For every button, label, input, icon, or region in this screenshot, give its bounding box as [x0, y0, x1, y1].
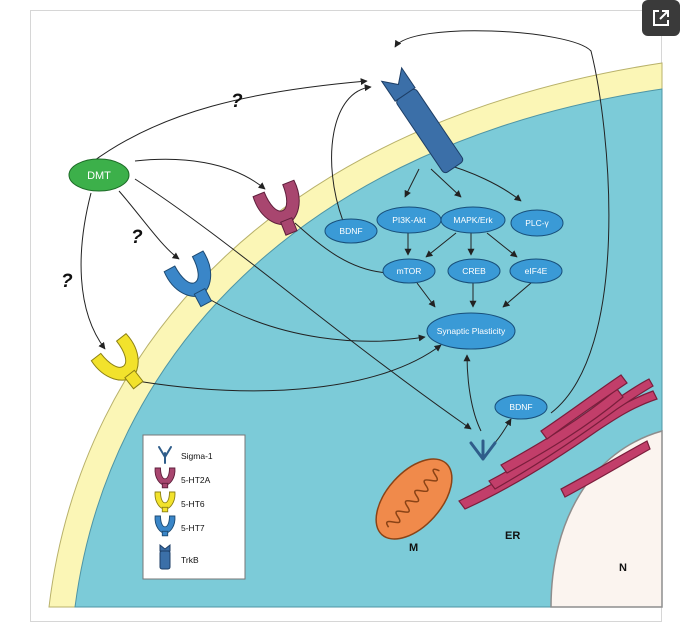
figure-frame: N ER M	[30, 10, 663, 622]
bdnf-left-label: BDNF	[339, 226, 362, 236]
mapk-label: MAPK/Erk	[453, 215, 493, 225]
eif4e-label: eIF4E	[525, 266, 548, 276]
5ht7-receptor	[163, 250, 213, 308]
bdnf-node-right	[494, 394, 548, 420]
legend-label-sigma-1: Sigma-1	[181, 451, 213, 461]
pi3k-label: PI3K-Akt	[392, 215, 426, 225]
arrow-trkb-to-mapk	[430, 168, 462, 198]
mapk-node	[440, 206, 506, 234]
dmt-node	[68, 158, 130, 192]
er-label: ER	[505, 530, 520, 542]
5ht2a-receptor-icon	[154, 467, 176, 489]
open-external-button[interactable]	[642, 0, 680, 36]
bdnf-right-label: BDNF	[509, 402, 532, 412]
arrow-mapk-to-eif4e	[486, 232, 518, 258]
arrow-trkb-to-pi3k	[404, 168, 420, 198]
trkb-receptor	[380, 66, 464, 174]
creb-node	[447, 258, 501, 284]
synaptic-plasticity-label: Synaptic Plasticity	[437, 326, 506, 336]
legend-label-5ht2a: 5-HT2A	[181, 475, 211, 485]
dmt-signaling-diagram: N ER M	[48, 30, 663, 608]
legend: Sigma-1 5-HT2A 5-HT6 5-HT7 TrkB	[142, 434, 246, 580]
legend-label-5ht7: 5-HT7	[181, 523, 205, 533]
mtor-label: mTOR	[397, 266, 422, 276]
eif4e-node	[509, 258, 563, 284]
legend-label-trkb: TrkB	[181, 555, 199, 565]
synaptic-plasticity-node	[426, 312, 516, 350]
creb-label: CREB	[462, 266, 486, 276]
arrow-dmt-to-5ht6	[80, 192, 106, 350]
endoplasmic-reticulum	[458, 374, 658, 510]
5ht7-receptor-icon	[154, 515, 176, 537]
5ht6-receptor-icon	[154, 491, 176, 513]
arrow-eif4e-to-synaptic	[502, 282, 532, 308]
open-external-icon	[653, 10, 669, 26]
arrow-bdnf-to-trkb	[331, 84, 372, 222]
nucleus-label: N	[619, 562, 627, 574]
arrow-sigma1-to-synaptic	[463, 354, 482, 432]
arrow-dmt-to-5ht2a	[134, 158, 266, 190]
5ht2a-receptor	[252, 179, 300, 236]
pathway-nodes	[324, 206, 564, 420]
sigma-1-receptor	[469, 439, 497, 461]
arrow-mtor-to-synaptic	[416, 282, 436, 308]
arrow-dmt-to-sigma1	[134, 178, 472, 430]
bdnf-node-left	[324, 218, 378, 244]
mitochondrion	[375, 458, 453, 540]
arrow-dmt-to-5ht7	[118, 190, 180, 260]
mitochondrion-label: M	[409, 542, 418, 554]
5ht6-receptor	[90, 333, 144, 390]
arrow-5ht7-to-synaptic	[208, 298, 426, 342]
question-mark-1: ?	[231, 91, 243, 112]
pathway-labels: BDNF PI3K-Akt MAPK/Erk PLC-γ mTOR CREB e…	[339, 215, 549, 412]
legend-label-5ht6: 5-HT6	[181, 499, 205, 509]
question-mark-2: ?	[131, 227, 143, 248]
plc-node	[510, 209, 564, 237]
question-mark-3: ?	[61, 271, 73, 292]
arrow-5ht6-to-synaptic	[136, 344, 442, 392]
arrow-dmt-to-trkb	[90, 78, 368, 164]
sigma-1-receptor-icon	[158, 446, 172, 464]
mtor-node	[382, 258, 436, 284]
arrow-5ht2a-to-mtor	[294, 222, 394, 277]
arrow-bdnf-to-trkb-top	[394, 30, 610, 414]
plc-label: PLC-γ	[525, 218, 549, 228]
trkb-receptor-icon	[159, 543, 171, 570]
arrow-mapk-to-mtor	[425, 232, 457, 258]
pathway-arrows	[80, 30, 610, 448]
dmt-label: DMT	[87, 170, 111, 182]
nucleus	[550, 430, 663, 608]
